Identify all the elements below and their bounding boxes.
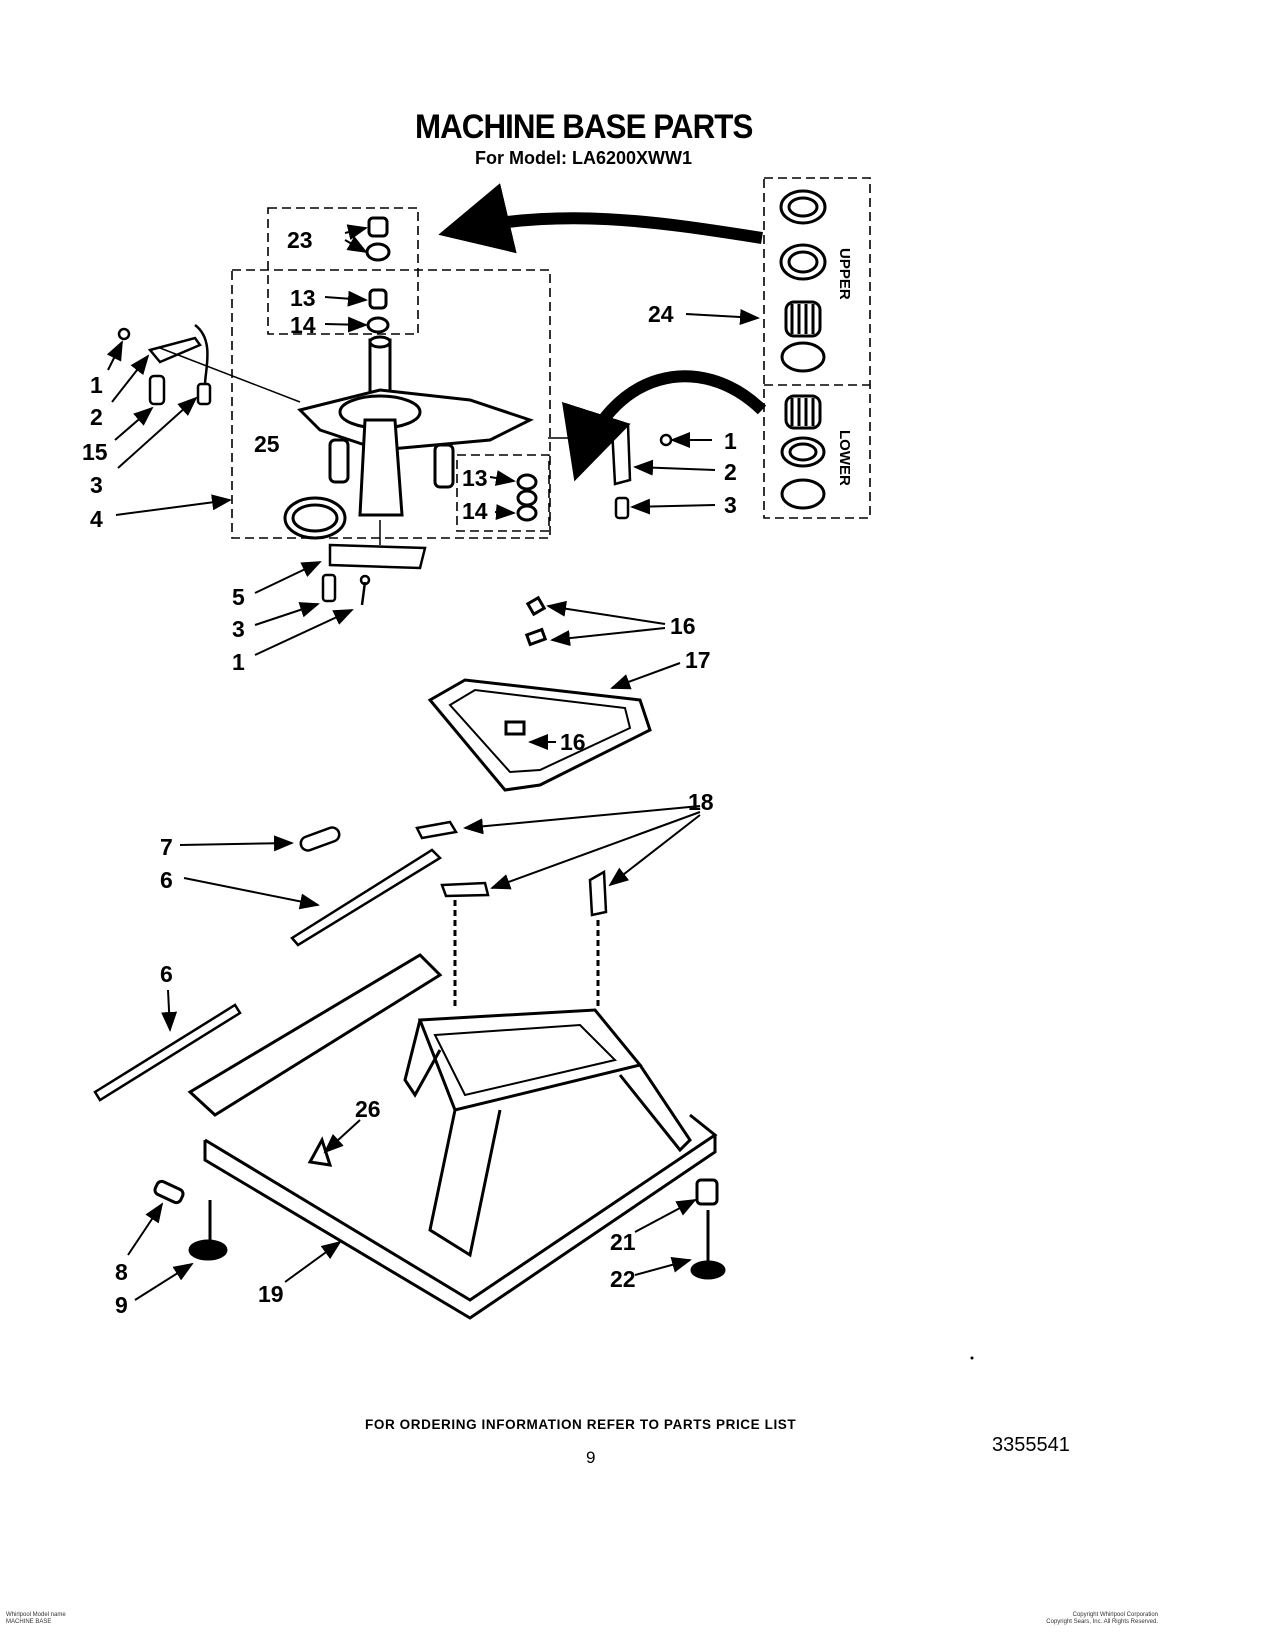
page-number: 9	[586, 1448, 596, 1467]
left-bracket-assembly	[117, 324, 301, 406]
upper-seal-1	[779, 189, 827, 225]
upper-ring	[780, 341, 826, 373]
fine-print-left: Whirlpool Model name MACHINE BASE	[6, 1612, 66, 1626]
callout-25: 25	[254, 431, 280, 457]
callout-21: 21	[610, 1229, 636, 1255]
right-bracket-assembly	[548, 423, 673, 520]
lower-kit-arrow	[562, 370, 767, 482]
tub-support-17	[427, 595, 652, 792]
leveling-feet	[153, 1178, 726, 1280]
leader-lines	[106, 224, 760, 1301]
shaft-top	[368, 335, 392, 349]
kit-arrows	[438, 183, 767, 482]
fine-right-line-1: Copyright Whirlpool Corporation	[1072, 1612, 1158, 1618]
hinge-parts	[93, 820, 608, 1102]
wire	[194, 324, 209, 386]
leg-right	[433, 443, 455, 489]
callout-23: 23	[287, 227, 313, 253]
kit-label-lower: LOWER	[836, 430, 853, 486]
callout-3-lower: 3	[232, 616, 245, 642]
fine-left-line-2: MACHINE BASE	[6, 1619, 52, 1625]
lower-bearing-parts	[516, 473, 538, 522]
spring-15	[148, 374, 166, 406]
page-title: MACHINE BASE PARTS	[415, 108, 753, 146]
callout-13-upper: 13	[290, 285, 316, 311]
callout-16-top: 16	[670, 613, 696, 639]
callout-1-left: 1	[90, 372, 103, 398]
callout-8: 8	[115, 1259, 128, 1285]
callout-numbers: 23 13 14 24 1 2 15 3 4 25 13 14 1 2 3 5 …	[82, 227, 737, 1318]
callout-1-lower: 1	[232, 649, 245, 675]
callout-9: 9	[115, 1292, 128, 1318]
stray-mark	[970, 1356, 974, 1360]
callout-16-mid: 16	[560, 729, 586, 755]
upper-bearing-parts	[365, 216, 391, 334]
callout-15: 15	[82, 439, 108, 465]
callout-14-upper: 14	[290, 312, 316, 338]
gearcase-leg	[358, 418, 404, 517]
callout-17: 17	[685, 647, 711, 673]
callout-26: 26	[355, 1096, 381, 1122]
machine-base-19	[187, 900, 718, 1320]
callout-2-right: 2	[724, 459, 737, 485]
fine-right-line-2: Copyright Sears, Inc. All Rights Reserve…	[1046, 1619, 1158, 1625]
callout-19: 19	[258, 1281, 284, 1307]
callout-1-right: 1	[724, 428, 737, 454]
kit-label-upper: UPPER	[836, 248, 853, 300]
upper-kit-arrow	[438, 183, 763, 254]
callout-22: 22	[610, 1266, 636, 1292]
part-23a	[367, 216, 389, 238]
group-boxes	[231, 177, 871, 539]
bracket-2	[147, 336, 202, 364]
box-lower-bearing	[456, 454, 550, 532]
ordering-info: FOR ORDERING INFORMATION REFER TO PARTS …	[365, 1417, 797, 1432]
part-25-drive-belt	[283, 496, 347, 540]
callout-3-right: 3	[724, 492, 737, 518]
callout-2-left: 2	[90, 404, 103, 430]
callout-4: 4	[90, 506, 103, 532]
box-upper-bearing	[267, 207, 419, 335]
callout-5: 5	[232, 584, 245, 610]
upper-bearing-knurled	[784, 300, 822, 338]
lower-ring	[780, 478, 826, 510]
callout-13-lower: 13	[462, 465, 488, 491]
callout-14-lower: 14	[462, 498, 488, 524]
box-bearing-kit	[763, 177, 871, 519]
box-agitator-shaft	[231, 269, 551, 539]
upper-seal-2	[779, 243, 827, 281]
model-subtitle: For Model: LA6200XWW1	[475, 148, 693, 168]
fine-left-line-1: Whirlpool Model name	[6, 1612, 66, 1618]
lower-seal	[780, 436, 826, 468]
callout-24: 24	[648, 301, 674, 327]
callout-18: 18	[688, 789, 714, 815]
part-14-upper	[366, 316, 390, 334]
leg-left	[328, 438, 350, 484]
lower-bearing-knurled	[784, 394, 822, 430]
transmission-assembly	[297, 335, 534, 517]
part-23b	[365, 242, 391, 262]
callout-6-upper: 6	[160, 867, 173, 893]
callout-7: 7	[160, 834, 173, 860]
callout-6-lower: 6	[160, 961, 173, 987]
clip-3	[196, 382, 212, 406]
part-13-upper	[368, 288, 388, 310]
fine-print-right: Copyright Whirlpool Corporation Copyrigh…	[988, 1612, 1158, 1626]
callout-3-left: 3	[90, 472, 103, 498]
document-number: 3355541	[992, 1434, 1070, 1456]
bearing-kit-parts	[779, 189, 827, 510]
lower-bracket-assembly	[321, 520, 427, 606]
